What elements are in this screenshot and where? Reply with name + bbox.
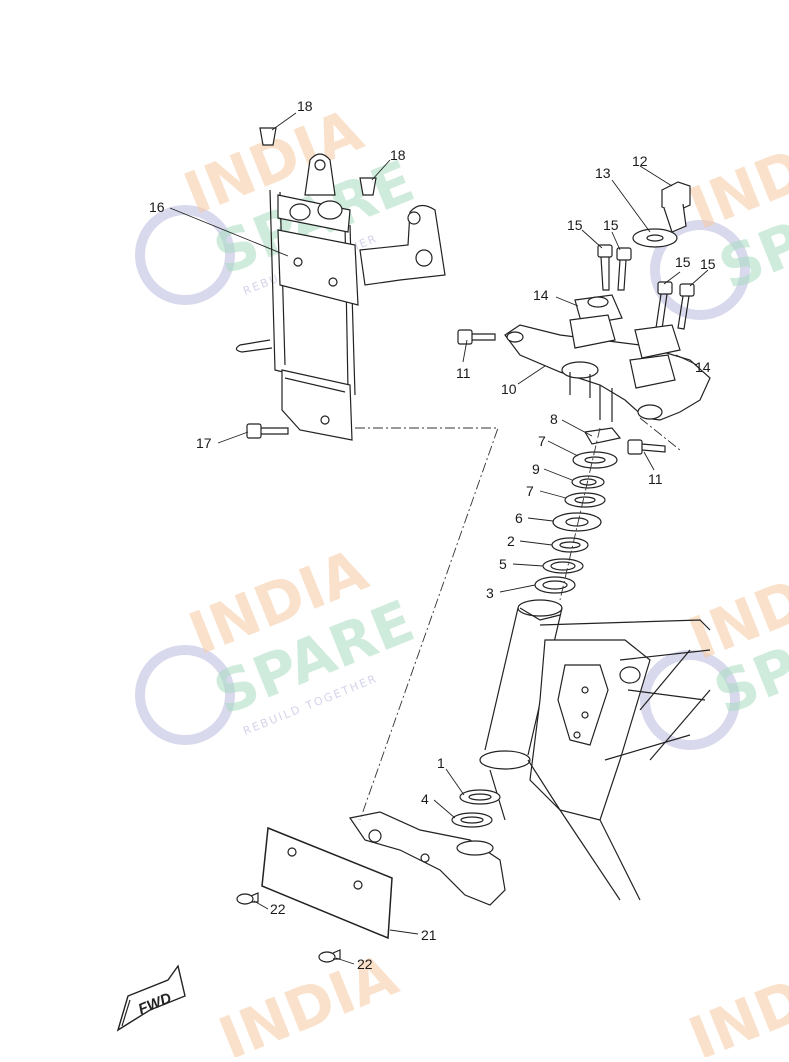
callout-11b: 11 (648, 471, 663, 487)
frame-head-pipe (479, 599, 711, 901)
callout-5: 5 (499, 556, 507, 572)
callout-14b: 14 (695, 359, 711, 375)
callout-9: 9 (532, 461, 540, 477)
svg-text:INDIA: INDIA (210, 941, 407, 1057)
callout-6: 6 (515, 510, 523, 526)
handlebar-clamp-14b (629, 354, 676, 389)
callout-16: 16 (149, 199, 165, 215)
callout-1: 1 (437, 755, 445, 771)
reference-lines (355, 417, 681, 821)
bolt-15b (616, 247, 632, 291)
grommet-18b (359, 177, 377, 196)
callout-7b: 7 (526, 483, 534, 499)
callout-15c: 15 (675, 254, 691, 270)
callout-12: 12 (632, 153, 648, 169)
washer-13 (632, 228, 678, 248)
lower-bracket (348, 811, 506, 906)
callout-8: 8 (550, 411, 558, 427)
plate-21 (261, 826, 393, 940)
headlight-bracket (235, 153, 446, 441)
callout-15d: 15 (700, 256, 716, 272)
callout-17: 17 (196, 435, 212, 451)
callout-3: 3 (486, 585, 494, 601)
bearing-stack (534, 427, 622, 594)
callout-15b: 15 (603, 217, 619, 233)
rivet-22b (318, 949, 341, 963)
callout-18b: 18 (390, 147, 406, 163)
handlebar-clamp-14a (574, 294, 623, 326)
bolt-15d (677, 283, 695, 330)
callout-21: 21 (421, 927, 437, 943)
bolt-11a (457, 329, 496, 345)
callout-2: 2 (507, 533, 515, 549)
fwd-arrow-icon: FWD (116, 964, 186, 1032)
callout-10: 10 (501, 381, 517, 397)
callout-numbers: 18 18 16 17 12 13 15 15 15 15 14 14 11 1… (149, 98, 716, 972)
upper-bracket-10 (504, 314, 711, 422)
bolt-11b (627, 439, 666, 455)
grommet-18a (259, 127, 277, 146)
leader-lines (169, 112, 709, 965)
callout-13: 13 (595, 165, 611, 181)
lower-bearing (451, 789, 501, 828)
watermark-logo-middle: INDIA SPARE REBUILD TOGETHER (135, 536, 423, 745)
callout-18a: 18 (297, 98, 313, 114)
bolt-17 (246, 423, 289, 439)
bolt-12 (661, 181, 691, 233)
svg-text:INDIA: INDIA (680, 941, 789, 1057)
callout-7a: 7 (538, 433, 546, 449)
callout-15a: 15 (567, 217, 583, 233)
rivet-22a (236, 892, 259, 905)
callout-22b: 22 (357, 956, 373, 972)
callout-14a: 14 (533, 287, 549, 303)
callout-11a: 11 (456, 365, 471, 381)
bolt-15a (597, 244, 613, 291)
callout-4: 4 (421, 791, 429, 807)
watermark-logo-bottom: INDIA INDIA (210, 941, 789, 1062)
watermark-logo-middle-right: INDIA SPARE (640, 541, 789, 750)
callout-22a: 22 (270, 901, 286, 917)
